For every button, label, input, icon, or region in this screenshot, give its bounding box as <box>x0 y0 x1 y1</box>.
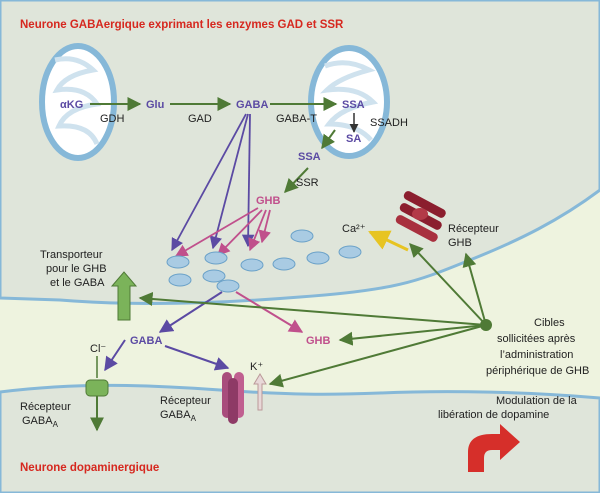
gaba-a-receptor-right <box>222 372 244 424</box>
gaba-a-receptor-left <box>85 379 109 432</box>
ssa-cyto-label: SSA <box>298 151 321 163</box>
gaba-top-label: GABA <box>236 99 268 111</box>
ghb-top-label: GHB <box>256 195 281 207</box>
ssa-mito-label: SSA <box>342 99 365 111</box>
mito-ssa-export-arrow <box>321 129 336 150</box>
ghb-receptor <box>395 191 446 242</box>
dopaminergic-neuron-body <box>0 383 600 493</box>
ghb-targets-arrows <box>138 242 487 388</box>
bottom-neuron-title: Neurone dopaminergique <box>20 462 159 474</box>
targets-label-line3: l’administration <box>500 349 573 361</box>
gdh-enzyme-label: GDH <box>100 113 125 125</box>
left-gaba-a-receptor-label-line1: Récepteur <box>20 401 71 413</box>
vesicle <box>240 258 264 272</box>
ghb-receptor-label-line2: GHB <box>448 237 472 249</box>
transporter-icon <box>110 271 138 321</box>
sa-label: SA <box>346 133 361 145</box>
akg-label: αKG <box>60 99 83 111</box>
calcium-label: Ca²⁺ <box>342 223 366 235</box>
dopamine-release-arrow <box>468 424 520 472</box>
ssr-enzyme-label: SSR <box>296 177 319 189</box>
synaptic-vesicles <box>166 229 362 293</box>
ghb-cleft-label: GHB <box>306 335 331 347</box>
right-gaba-a-receptor-label-line1: Récepteur <box>160 395 211 407</box>
ssadh-enzyme-label: SSADH <box>370 117 408 129</box>
vesicle <box>338 245 362 259</box>
mitochondrion-right <box>308 45 390 159</box>
left-gaba-a-receptor-label-line2: GABAA <box>22 415 59 429</box>
gaba-to-left-receptor-arrow <box>104 339 126 372</box>
transporter-label-line2: pour le GHB <box>46 263 107 275</box>
gabaergic-neuron-body <box>0 0 600 305</box>
vesicle <box>290 229 314 243</box>
vesicle <box>166 255 190 269</box>
gaba-t-enzyme-label: GABA-T <box>276 113 317 125</box>
vesicle-fusing <box>216 279 240 293</box>
ghb-receptor-label-line1: Récepteur <box>448 223 499 235</box>
potassium-label: K⁺ <box>250 361 263 373</box>
vesicle <box>306 251 330 265</box>
gaba-cleft-label: GABA <box>130 335 162 347</box>
targets-label-line2: sollicitées après <box>497 333 576 345</box>
targets-source-dot <box>480 319 492 331</box>
vesicle <box>168 273 192 287</box>
calcium-influx-arrow <box>368 230 409 252</box>
vesicle <box>204 251 228 265</box>
targets-label-line1: Cibles <box>534 317 565 329</box>
right-gaba-a-receptor-label-line2: GABAA <box>160 409 197 423</box>
mitochondrion-left <box>39 43 117 161</box>
dopamine-label-line1: Modulation de la <box>496 395 578 407</box>
gad-enzyme-label: GAD <box>188 113 212 125</box>
chloride-label: Cl⁻ <box>90 343 106 355</box>
transporter-label-line3: et le GABA <box>50 277 105 289</box>
gaba-to-right-receptor-arrow <box>164 345 230 371</box>
dopamine-label-line2: libération de dopamine <box>438 409 549 421</box>
ssa-to-ghb-arrow <box>284 167 309 194</box>
transporter-label-line1: Transporteur <box>40 249 103 261</box>
gaba-release-arrow <box>158 291 223 333</box>
ghb-vesicle-loading-arrows <box>174 207 271 257</box>
ghb-release-arrow <box>235 291 304 333</box>
potassium-efflux-arrow <box>253 373 267 411</box>
glu-label: Glu <box>146 99 164 111</box>
targets-label-line4: périphérique de GHB <box>486 365 589 377</box>
vesicle <box>272 257 296 271</box>
top-neuron-title: Neurone GABAergique exprimant les enzyme… <box>20 19 344 31</box>
vesicle <box>202 269 226 283</box>
